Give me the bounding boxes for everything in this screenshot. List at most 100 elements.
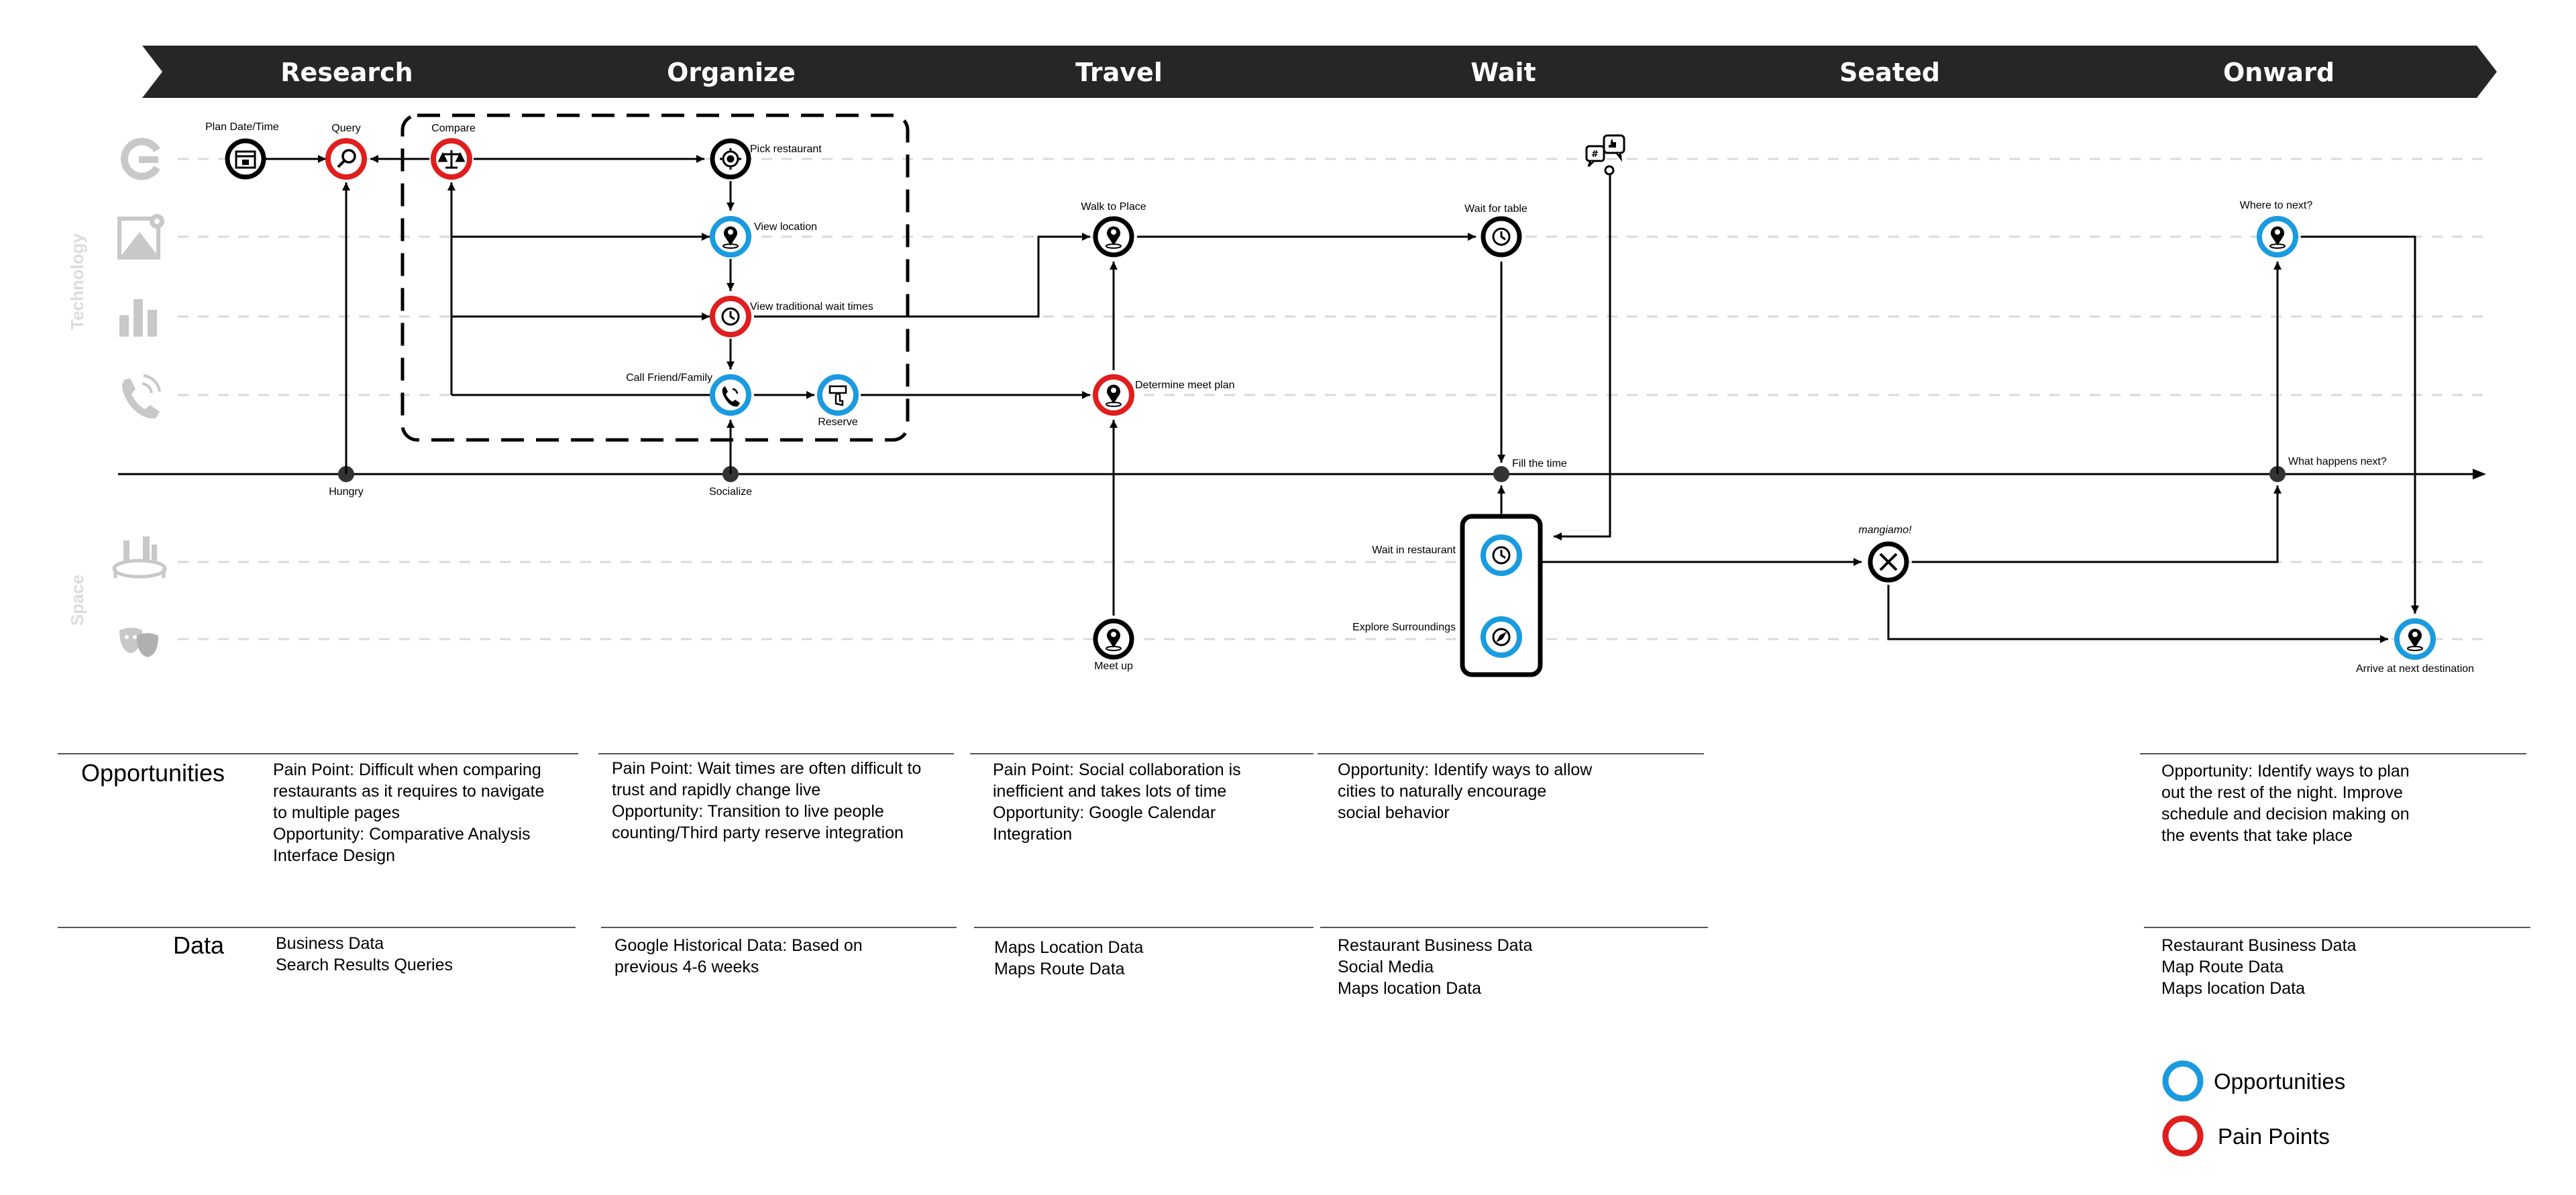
arrive-next-destination-node[interactable] bbox=[2394, 618, 2436, 660]
map-pin-icon bbox=[2407, 628, 2423, 651]
phase-chevron-research bbox=[142, 46, 565, 98]
phase-chevron-seated bbox=[1680, 46, 2102, 98]
label-where-to-next: Where to next? bbox=[2240, 200, 2313, 211]
label-mangiamo: mangiamo! bbox=[1858, 524, 1912, 536]
organize-group-box bbox=[400, 113, 910, 442]
phase-label-organize: Organize bbox=[667, 58, 796, 87]
map-pin-icon bbox=[2269, 226, 2286, 249]
compass-icon bbox=[1492, 628, 1511, 646]
search-icon bbox=[337, 149, 356, 168]
opportunity-text-wait: Opportunity: Identify ways to allow citi… bbox=[1338, 760, 1597, 822]
call-friend-node[interactable] bbox=[710, 374, 751, 416]
phase-chevron-travel bbox=[912, 46, 1334, 98]
target-icon bbox=[720, 148, 741, 170]
data-heading: Data bbox=[173, 931, 225, 959]
opportunity-text-onward: Opportunity: Identify ways to plan out t… bbox=[2161, 762, 2414, 845]
wait-for-table-node[interactable] bbox=[1481, 216, 1522, 258]
label-plan-date: Plan Date/Time bbox=[205, 121, 279, 133]
compare-node[interactable] bbox=[431, 138, 472, 180]
theater-masks-icon bbox=[119, 628, 158, 657]
data-text-research: Business Data Search Results Queries bbox=[276, 934, 453, 974]
svg-text:#: # bbox=[1591, 150, 1599, 160]
label-compare: Compare bbox=[431, 123, 476, 134]
data-text-onward: Restaurant Business Data Map Route Data … bbox=[2161, 936, 2361, 998]
data-text-organize: Google Historical Data: Based on previou… bbox=[614, 936, 867, 976]
timeline-axis bbox=[118, 466, 2486, 482]
calendar-icon bbox=[235, 150, 256, 169]
opportunities-section: Opportunities bbox=[58, 753, 2526, 787]
phone-call-icon bbox=[722, 386, 740, 407]
reserve-hand-icon bbox=[828, 385, 847, 406]
label-meet-up: Meet up bbox=[1094, 661, 1133, 672]
maps-icon bbox=[117, 214, 164, 260]
phase-chevron-organize bbox=[527, 46, 949, 98]
row-label-space: Space bbox=[67, 575, 87, 626]
phase-chevron-onward bbox=[2065, 46, 2497, 98]
phase-label-travel: Travel bbox=[1075, 58, 1163, 87]
data-text-travel: Maps Location Data Maps Route Data bbox=[994, 938, 1148, 978]
pick-restaurant-node[interactable] bbox=[710, 138, 751, 180]
restaurant-icon bbox=[112, 536, 167, 579]
arrowheads bbox=[318, 155, 2419, 643]
label-fill-the-time: Fill the time bbox=[1512, 458, 1567, 469]
label-what-happens-next: What happens next? bbox=[2288, 456, 2387, 467]
cutlery-icon bbox=[1879, 553, 1898, 571]
phone-icon bbox=[122, 374, 161, 419]
row-label-technology: Technology bbox=[67, 233, 87, 330]
phase-label-seated: Seated bbox=[1839, 58, 1940, 87]
plan-date-node[interactable] bbox=[225, 138, 266, 180]
wait-in-restaurant-node[interactable] bbox=[1481, 534, 1522, 576]
analytics-icon bbox=[119, 299, 157, 337]
map-pin-icon bbox=[1106, 226, 1122, 249]
label-arrive-next-destination: Arrive at next destination bbox=[2356, 663, 2474, 675]
clock-icon bbox=[1492, 227, 1511, 246]
explore-surroundings-node[interactable] bbox=[1481, 616, 1522, 658]
query-node[interactable] bbox=[325, 138, 367, 180]
view-wait-times-node[interactable] bbox=[710, 296, 751, 337]
mangiamo-node[interactable] bbox=[1868, 541, 1909, 583]
data-section: Data bbox=[58, 927, 2530, 959]
map-pin-icon bbox=[1106, 384, 1122, 407]
map-pin-icon bbox=[1106, 628, 1122, 651]
label-determine-meet-plan: Determine meet plan bbox=[1135, 380, 1235, 391]
legend-opportunity-swatch bbox=[2162, 1060, 2204, 1102]
label-view-location: View location bbox=[754, 221, 817, 233]
google-icon bbox=[121, 137, 160, 180]
row-icons bbox=[112, 137, 167, 657]
phase-bar: Research Organize Travel Wait Seated Onw… bbox=[142, 46, 2497, 98]
legend-pain-swatch bbox=[2162, 1115, 2204, 1157]
phase-label-research: Research bbox=[280, 58, 413, 87]
label-query: Query bbox=[331, 123, 361, 134]
social-media-icon: # bbox=[1585, 134, 1625, 176]
label-socialize: Socialize bbox=[709, 486, 752, 498]
meet-up-node[interactable] bbox=[1093, 618, 1134, 660]
label-walk-to-place: Walk to Place bbox=[1081, 201, 1146, 213]
determine-meet-plan-node[interactable] bbox=[1093, 374, 1134, 416]
axis-marker-fill-time bbox=[1493, 466, 1509, 482]
phase-label-wait: Wait bbox=[1470, 58, 1536, 87]
label-explore-surroundings: Explore Surroundings bbox=[1352, 622, 1456, 633]
phase-chevron-wait bbox=[1296, 46, 1718, 98]
opportunity-text-research: Pain Point: Difficult when comparing res… bbox=[273, 760, 549, 865]
data-text-wait: Restaurant Business Data Social Media Ma… bbox=[1338, 936, 1537, 998]
walk-to-place-node[interactable] bbox=[1093, 216, 1134, 258]
where-to-next-node[interactable] bbox=[2257, 216, 2298, 258]
opportunity-text-organize: Pain Point: Wait times are often difficu… bbox=[612, 759, 926, 842]
connectors bbox=[265, 158, 2416, 640]
view-location-node[interactable] bbox=[710, 216, 751, 258]
phase-label-onward: Onward bbox=[2223, 58, 2334, 87]
label-wait-for-table: Wait for table bbox=[1464, 203, 1527, 215]
label-wait-in-restaurant: Wait in restaurant bbox=[1372, 545, 1456, 556]
legend-pain-label: Pain Points bbox=[2218, 1124, 2330, 1149]
row-guides bbox=[178, 158, 2489, 640]
legend: Opportunities Pain Points bbox=[2162, 1060, 2345, 1157]
label-call-friend: Call Friend/Family bbox=[626, 372, 712, 384]
label-view-wait-times: View traditional wait times bbox=[750, 301, 873, 312]
reserve-node[interactable] bbox=[817, 374, 859, 416]
clock-icon bbox=[721, 307, 740, 326]
clock-icon bbox=[1492, 546, 1511, 565]
label-reserve: Reserve bbox=[818, 416, 858, 428]
opportunity-text-travel: Pain Point: Social collaboration is inef… bbox=[993, 760, 1246, 844]
opportunities-heading: Opportunities bbox=[81, 759, 225, 787]
